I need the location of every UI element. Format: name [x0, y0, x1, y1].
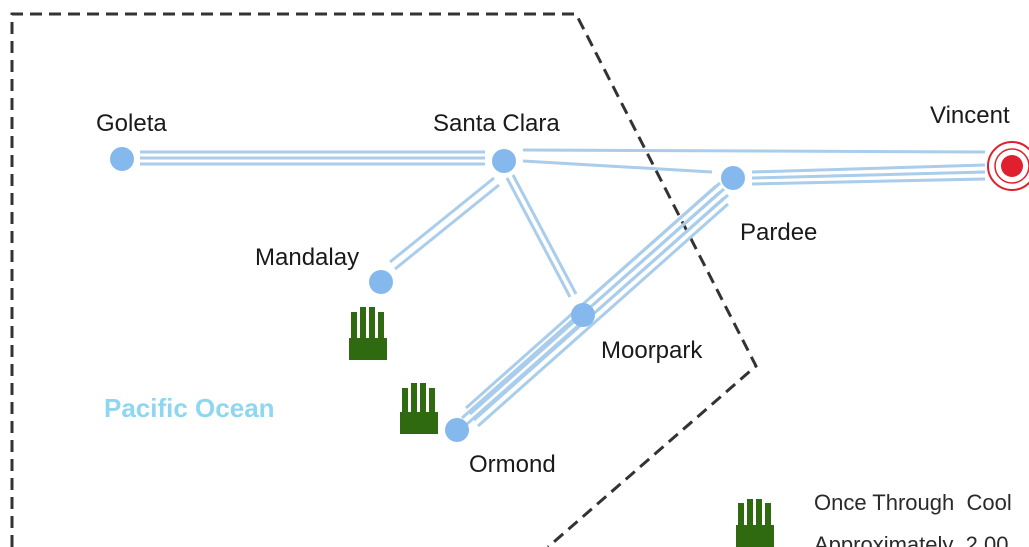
label-mandalay: Mandalay	[255, 244, 359, 271]
node-mandalay	[369, 270, 393, 294]
label-goleta: Goleta	[96, 110, 167, 137]
label-pardee: Pardee	[740, 219, 817, 246]
label-santa-clara: Santa Clara	[433, 110, 560, 137]
node-goleta	[110, 147, 134, 171]
line-ormond-pardee	[465, 184, 729, 428]
line-santaclara-vincent	[522, 148, 986, 174]
legend-text-line2: Approximately 2,00	[814, 532, 1008, 547]
power-plant-icon	[349, 307, 387, 360]
label-pacific-ocean: Pacific Ocean	[104, 393, 275, 423]
line-pardee-vincent	[751, 163, 986, 186]
node-pardee	[721, 166, 745, 190]
label-ormond: Ormond	[469, 451, 556, 478]
node-santa-clara	[492, 149, 516, 173]
line-santaclara-mandalay	[389, 176, 500, 271]
power-plant-icon	[736, 499, 774, 547]
label-vincent: Vincent	[930, 102, 1010, 129]
vincent-station-icon	[987, 141, 1029, 191]
node-moorpark	[571, 303, 595, 327]
node-ormond	[445, 418, 469, 442]
legend-text-line1: Once Through Cool	[814, 490, 1012, 515]
line-goleta-santaclara	[140, 150, 485, 166]
line-ormond-moorpark	[461, 316, 581, 426]
line-santaclara-moorpark	[505, 174, 578, 298]
power-plant-icon	[400, 383, 438, 434]
boundary-dashed	[10, 12, 758, 547]
label-moorpark: Moorpark	[601, 337, 703, 364]
